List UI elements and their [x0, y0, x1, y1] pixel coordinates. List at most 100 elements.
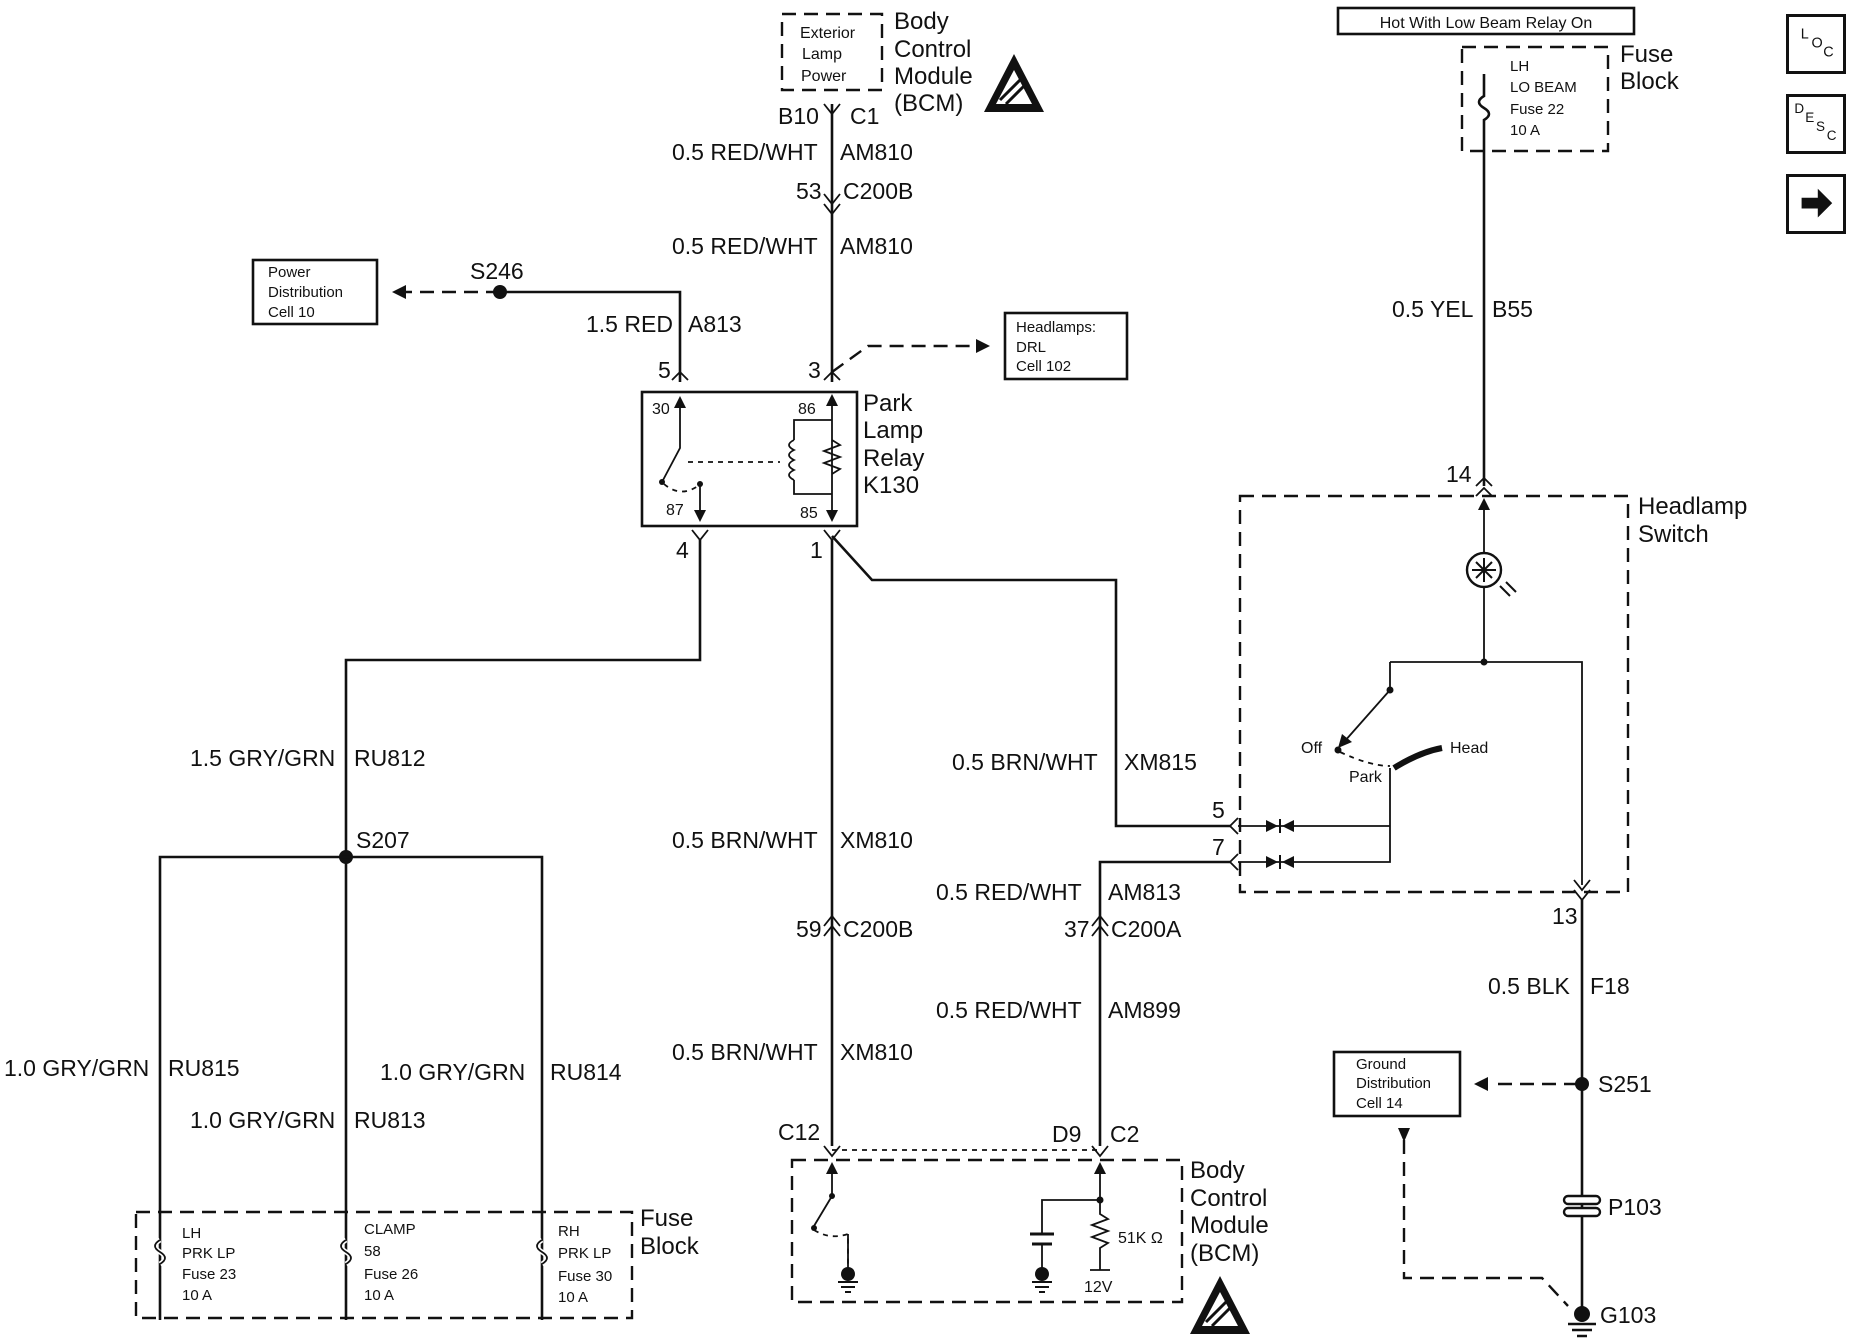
loc-icon: L O C [1801, 27, 1834, 61]
svg-text:D: D [1794, 101, 1804, 116]
splice-s251-label: S251 [1598, 1071, 1652, 1097]
splice-s251 [1575, 1077, 1589, 1091]
wire-ru812-ru813 [344, 540, 702, 1320]
ground-dist-line2: Distribution [1356, 1075, 1431, 1092]
headlamp-switch-pin-14: 14 [1446, 461, 1472, 487]
esd-warning-icon-bottom [1190, 1276, 1250, 1334]
fuse30-line3: Fuse 30 [558, 1268, 612, 1285]
fuse23-line4: 10 A [182, 1287, 212, 1304]
wire-a813 [500, 290, 682, 382]
bcm-top-box-line1: Exterior [800, 25, 856, 42]
wire-ru813-circuit: RU813 [354, 1107, 426, 1133]
esd-warning-icon [984, 54, 1044, 112]
fuse-block-bottom [134, 1210, 634, 1320]
bcm-top-title-4: (BCM) [894, 90, 963, 117]
fuse23-line2: PRK LP [182, 1245, 235, 1262]
fuse-block-top-title-2: Block [1620, 68, 1680, 95]
wire-am813-circuit: AM813 [1108, 879, 1181, 905]
bcm-internal-switch [813, 1195, 833, 1227]
wire-xm815 [831, 535, 1230, 828]
bcm-top-box-line3: Power [801, 68, 847, 85]
wire-a813-gauge: 1.5 RED [586, 311, 673, 337]
relay-resistor [821, 439, 843, 475]
headlamps-drl-box [1003, 311, 1129, 381]
relay-terminal-86: 86 [798, 401, 816, 418]
wire-ru813-gauge: 1.0 GRY/GRN [190, 1107, 335, 1133]
switch-park-head-contact [1392, 745, 1443, 771]
wire-am899-gauge: 0.5 RED/WHT [936, 997, 1082, 1023]
power-dist-line2: Distribution [268, 284, 343, 301]
wire-am810-a-circuit: AM810 [840, 139, 913, 165]
arrow-right-icon [1801, 188, 1833, 218]
headlamp-switch-title-2: Switch [1638, 521, 1709, 548]
headlamp-switch-pin-7: 7 [1212, 834, 1225, 860]
bcm-top-pin-c1: C1 [850, 103, 879, 129]
relay-coil [788, 439, 797, 481]
fuse-block-bottom-title-2: Block [640, 1233, 700, 1260]
splice-s207-label: S207 [356, 827, 410, 853]
fuse26-icon [340, 1239, 352, 1265]
wire-am810-a-gauge: 0.5 RED/WHT [672, 139, 818, 165]
wire-am810-b-circuit: AM810 [840, 233, 913, 259]
switch-illumination-lamp-icon [1465, 551, 1517, 597]
headlamps-drl-line1: Headlamps: [1016, 319, 1096, 336]
bcm-capacitor [1030, 1232, 1054, 1246]
wire-xm810-b-circuit: XM810 [840, 1039, 913, 1065]
bcm-bottom-pin-c2: C2 [1110, 1121, 1139, 1147]
fuse26-line2: 58 [364, 1243, 381, 1260]
headlamp-switch-title-1: Headlamp [1638, 493, 1747, 520]
conn-c200b-59-pin: 59 [796, 916, 822, 942]
ground-dist-line1: Ground [1356, 1056, 1406, 1073]
loc-button[interactable]: L O C [1786, 14, 1846, 74]
bcm-bottom-box [790, 1158, 1184, 1304]
relay-pin-3: 3 [808, 357, 821, 383]
wire-a813-circuit: A813 [688, 311, 742, 337]
relay-title-3: Relay [863, 445, 924, 472]
hot-with-lowbeam-header: Hot With Low Beam Relay On [1380, 15, 1593, 32]
fuse30-line1: RH [558, 1223, 580, 1240]
bcm-bottom-pin-c12: C12 [778, 1119, 820, 1145]
bcm-resistor-value: 51K Ω [1118, 1230, 1163, 1247]
relay-title-4: K130 [863, 472, 919, 499]
relay-pin-1: 1 [810, 537, 823, 563]
headlamp-switch-pin-13: 13 [1552, 903, 1578, 929]
fuse-block-bottom-title-1: Fuse [640, 1205, 693, 1232]
fuse30-line4: 10 A [558, 1289, 588, 1306]
wire-xm810-a-gauge: 0.5 BRN/WHT [672, 827, 818, 853]
fuse22-line3: Fuse 22 [1510, 101, 1564, 118]
wire-ru815-ru814 [158, 855, 544, 1320]
connector-c200b-59 [823, 914, 841, 937]
fuse23-line3: Fuse 23 [182, 1266, 236, 1283]
next-page-button[interactable] [1786, 174, 1846, 234]
conn-c200a-37-name: C200A [1111, 916, 1182, 942]
wire-xm810-a-circuit: XM810 [840, 827, 913, 853]
conn-c200a-37-pin: 37 [1064, 916, 1090, 942]
relay-terminal-30: 30 [652, 401, 670, 418]
desc-button[interactable]: D E S C [1786, 94, 1846, 154]
bcm-top-title-3: Module [894, 63, 973, 90]
wire-am899-circuit: AM899 [1108, 997, 1181, 1023]
headlamp-switch-pin-5: 5 [1212, 797, 1225, 823]
switch-lever [1343, 689, 1391, 743]
svg-text:S: S [1816, 119, 1825, 134]
fuse26-line1: CLAMP [364, 1221, 416, 1238]
ground-dist-line3: Cell 14 [1356, 1095, 1403, 1112]
bcm-ground-icon-1 [838, 1267, 858, 1293]
svg-text:L: L [1801, 27, 1809, 43]
wire-xm810-b-gauge: 0.5 BRN/WHT [672, 1039, 818, 1065]
splice-s246-label: S246 [470, 258, 524, 284]
bcm-resistor [1089, 1200, 1111, 1270]
bcm-bottom-title-2: Control [1190, 1185, 1267, 1212]
bcm-voltage: 12V [1084, 1279, 1113, 1296]
power-dist-line3: Cell 10 [268, 304, 315, 321]
desc-icon: D E S C [1794, 101, 1837, 143]
wire-f18-gauge: 0.5 BLK [1488, 973, 1570, 999]
svg-text:C: C [1827, 128, 1837, 143]
bcm-top-title-1: Body [894, 8, 949, 35]
relay-contact-arm [661, 400, 681, 483]
wire-b55 [1477, 74, 1491, 486]
bcm-bottom-title-3: Module [1190, 1212, 1269, 1239]
wire-xm815-circuit: XM815 [1124, 749, 1197, 775]
fuse22-line2: LO BEAM [1510, 79, 1577, 96]
